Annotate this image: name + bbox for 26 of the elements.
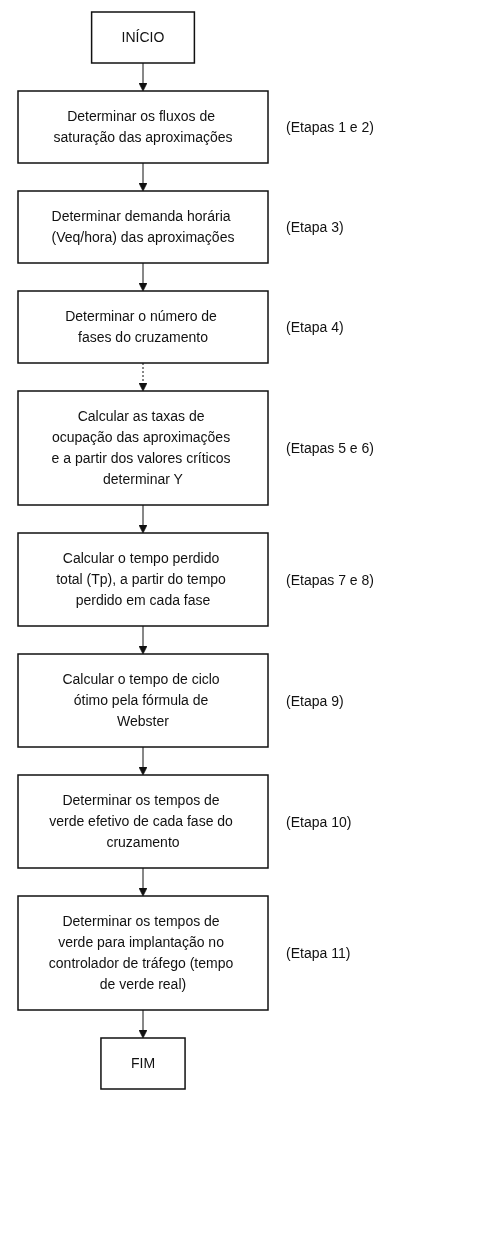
node-box: Determinar os fluxos de saturação das aproximações: [17, 90, 269, 164]
arrow: [138, 625, 148, 655]
step-note: (Etapa 3): [286, 219, 344, 235]
step-note: (Etapas 1 e 2): [286, 119, 374, 135]
step-note: (Etapa 10): [286, 813, 352, 830]
node-box: Determinar os tempos de verde efetivo de cada fase do cruzamento: [17, 774, 269, 869]
step-note: (Etapa 11): [286, 945, 351, 961]
node-box: Calcular as taxas de ocupação das aproximações e a partir dos valores críticos determinar Y: [17, 390, 269, 506]
arrow: [138, 262, 148, 292]
step-note: (Etapa 9): [286, 692, 344, 709]
step-note: (Etapas 5 e 6): [286, 440, 374, 456]
node-box: FIM: [100, 1037, 186, 1090]
arrow: [138, 162, 148, 192]
step-note: (Etapa 4): [286, 319, 344, 335]
step-note: (Etapas 7 e 8): [286, 571, 374, 588]
node-box: Calcular o tempo perdido total (Tp), a partir do tempo perdido em cada fase: [17, 532, 269, 627]
node-box: Determinar demanda horária (Veq/hora) das aproximações: [17, 190, 269, 264]
arrow: [138, 746, 148, 776]
arrow: [138, 504, 148, 534]
node-box: Determinar o número de fases do cruzamento: [17, 290, 269, 364]
node-box: Calcular o tempo de ciclo ótimo pela fórmula de Webster: [17, 653, 269, 748]
arrow: [138, 62, 148, 92]
arrow: [138, 867, 148, 897]
arrow: [138, 1009, 148, 1039]
node-box: INÍCIO: [90, 11, 196, 64]
node-box: Determinar os tempos de verde para implantação no controlador de tráfego (tempo de verde real): [17, 895, 269, 1011]
